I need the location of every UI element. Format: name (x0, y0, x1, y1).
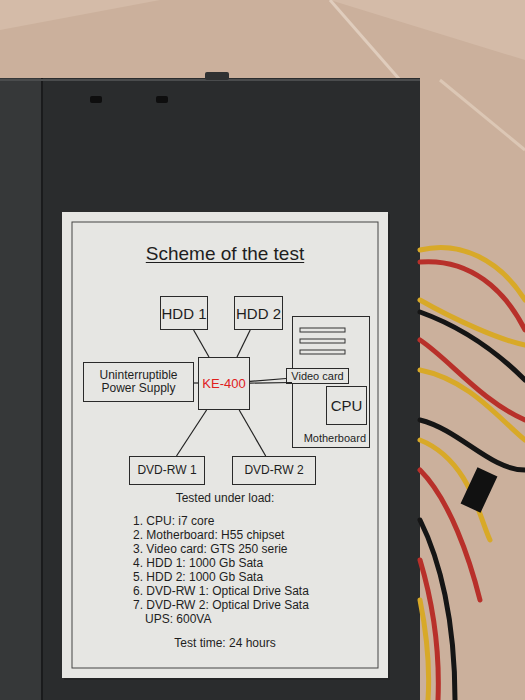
tile-joint (330, 0, 400, 80)
note-text: 1. CPU: i7 core (133, 514, 214, 528)
drive-box: HDD 1 (160, 296, 208, 330)
psu-fold (41, 78, 43, 700)
black-wire (420, 312, 525, 380)
slot-symbol (300, 339, 345, 343)
slot-symbol (300, 328, 345, 332)
label-paper (62, 212, 388, 678)
node-text: Motherboard (304, 432, 366, 445)
black-wire (420, 520, 455, 700)
connector-line (237, 330, 250, 357)
note-text: 6. DVD-RW 1: Optical Drive Sata (133, 584, 309, 598)
node-text: Uninterruptible Power Supply (84, 369, 193, 395)
connector-line (250, 382, 292, 384)
cpu-box: CPU (326, 386, 367, 425)
motherboard-box: Motherboard Video cardCPU (292, 316, 370, 448)
connector-line (194, 330, 209, 357)
cable-bundle (420, 247, 525, 700)
note-text: Tested under load: (72, 491, 378, 505)
psu-box: KE-400 (198, 357, 250, 410)
node-text: DVD-RW 1 (137, 464, 196, 477)
connector-line (239, 410, 266, 456)
connector-line (177, 410, 207, 456)
expansion-slots (300, 328, 345, 354)
psu-slot (156, 96, 168, 103)
node-text: HDD 2 (236, 307, 281, 320)
note-text: 5. HDD 2: 1000 Gb Sata (133, 570, 263, 584)
cable-connector (461, 467, 498, 513)
psu-bump (205, 72, 229, 80)
connector-line (194, 382, 198, 383)
psu-slot (90, 96, 102, 103)
tile-joint (440, 80, 525, 150)
note-text: 3. Video card: GTS 250 serie (133, 542, 288, 556)
node-text: HDD 1 (161, 307, 206, 320)
drive-box: DVD-RW 1 (129, 456, 205, 485)
note-text: UPS: 600VA (145, 612, 211, 626)
note-text: 4. HDD 1: 1000 Gb Sata (133, 556, 263, 570)
drive-box: HDD 2 (234, 296, 283, 330)
diagram-title: Scheme of the test (72, 243, 378, 265)
ups-box: Uninterruptible Power Supply (83, 362, 194, 402)
note-text: 7. DVD-RW 2: Optical Drive Sata (133, 598, 309, 612)
node-text: CPU (331, 399, 363, 412)
note-text: Test time: 24 hours (72, 636, 378, 650)
yellow-wire (420, 600, 429, 700)
slot-symbol (300, 350, 345, 354)
connector-line (250, 379, 286, 382)
label-border (72, 222, 378, 668)
node-text: Video card (291, 370, 343, 383)
video-card-box: Video card (286, 368, 349, 384)
node-text: DVD-RW 2 (244, 464, 303, 477)
drive-box: DVD-RW 2 (232, 456, 316, 485)
psu-case (0, 78, 420, 700)
red-wire (420, 340, 525, 420)
black-wire (420, 420, 525, 470)
yellow-wire (420, 370, 525, 440)
node-text: KE-400 (202, 377, 245, 390)
note-text: 2. Motherboard: H55 chipset (133, 528, 284, 542)
red-wire (420, 560, 438, 700)
psu-edge (0, 78, 42, 700)
floor-tile (0, 0, 525, 60)
